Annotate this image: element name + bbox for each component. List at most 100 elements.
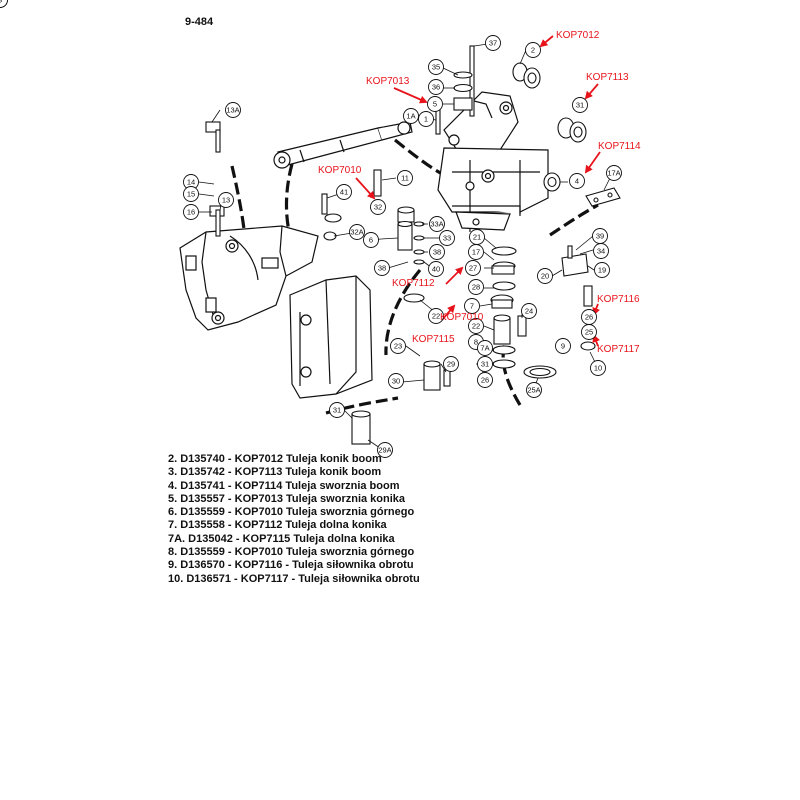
callout-circle bbox=[464, 298, 480, 314]
legend-item: 6. D135559 - KOP7010 Tuleja sworznia gór… bbox=[168, 506, 415, 519]
kop-label: KOP7113 bbox=[586, 72, 629, 83]
kop-label: KOP7114 bbox=[598, 141, 641, 152]
callout-circle bbox=[477, 340, 493, 356]
callout-circle bbox=[336, 184, 352, 200]
pins-and-bushings bbox=[205, 45, 621, 445]
callout-circle bbox=[521, 303, 537, 319]
callout-circle bbox=[439, 230, 455, 246]
callout-circle bbox=[590, 360, 606, 376]
callout-number: 34 bbox=[597, 247, 605, 256]
callout-circle bbox=[594, 262, 610, 278]
callout-number: 1 bbox=[424, 115, 428, 124]
legend-item: 7. D135558 - KOP7112 Tuleja dolna konika bbox=[168, 519, 387, 532]
callout-number: 26 bbox=[585, 313, 593, 322]
callout-circle bbox=[537, 268, 553, 284]
kop-label: KOP7013 bbox=[366, 76, 410, 87]
callout-circle bbox=[485, 35, 501, 51]
callout-circle bbox=[370, 199, 386, 215]
callout-circle bbox=[526, 382, 542, 398]
callout-circle bbox=[429, 216, 445, 232]
callout-number: 26 bbox=[481, 376, 489, 385]
legend-item: 3. D135742 - KOP7113 Tuleja konik boom bbox=[168, 466, 382, 479]
swing-cylinder bbox=[273, 121, 413, 169]
callout-circle bbox=[428, 59, 444, 75]
callout-circle bbox=[477, 372, 493, 388]
callout-circle bbox=[468, 244, 484, 260]
callout-number: 6 bbox=[369, 236, 373, 245]
kop-label: KOP7112 bbox=[392, 278, 435, 289]
callout-number: 5 bbox=[433, 100, 437, 109]
legend-item: 4. D135741 - KOP7114 Tuleja sworznia boo… bbox=[168, 479, 400, 492]
swing-tower bbox=[437, 91, 549, 232]
callout-circle bbox=[468, 279, 484, 295]
callout-number: 11 bbox=[401, 174, 409, 183]
callout-circle bbox=[572, 97, 588, 113]
callout-number: 38 bbox=[433, 248, 441, 257]
legend-item: 8. D135559 - KOP7010 Tuleja sworznia gór… bbox=[168, 546, 415, 559]
callout-number: 15 bbox=[187, 190, 195, 199]
callout-number: 9 bbox=[561, 342, 565, 351]
callout-circle bbox=[428, 308, 444, 324]
callout-circle bbox=[390, 338, 406, 354]
kop-label: KOP7117 bbox=[597, 344, 640, 355]
kop-label: KOP7010 bbox=[440, 312, 484, 323]
callout-number: 30 bbox=[392, 377, 400, 386]
legend-item: 10. D136571 - KOP7117 - Tuleja siłownika… bbox=[168, 572, 420, 585]
callout-number: 16 bbox=[187, 208, 195, 217]
callout-number: 20 bbox=[541, 272, 549, 281]
callout-number: 29 bbox=[447, 360, 455, 369]
callout-number: 31 bbox=[333, 406, 341, 415]
callout-circle bbox=[569, 173, 585, 189]
callout-number: 39 bbox=[596, 232, 604, 241]
callout-circle bbox=[403, 108, 419, 124]
callout-circle bbox=[377, 442, 393, 458]
callout-circle bbox=[477, 356, 493, 372]
callout-number: 21 bbox=[473, 233, 481, 242]
callout-number: 23 bbox=[394, 342, 402, 351]
callout-circle bbox=[427, 96, 443, 112]
callout-circle bbox=[465, 260, 481, 276]
callout-number: 19 bbox=[598, 266, 606, 275]
callout-number: 31 bbox=[481, 360, 489, 369]
red-arrows bbox=[355, 35, 601, 347]
callout-number: 10 bbox=[594, 364, 602, 373]
callout-number: 4 bbox=[575, 177, 579, 186]
callout-circle bbox=[606, 165, 622, 181]
callout-circle bbox=[468, 318, 484, 334]
callout-number: 38 bbox=[378, 264, 386, 273]
callout-circle bbox=[428, 79, 444, 95]
callout-number: 17A bbox=[607, 169, 620, 178]
callout-circle bbox=[593, 243, 609, 259]
legend-item: 5. D135557 - KOP7013 Tuleja sworznia kon… bbox=[168, 492, 406, 505]
kop-labels: KOP7012KOP7113KOP7013KOP7114KOP7010KOP71… bbox=[318, 30, 641, 355]
callout-number: 40 bbox=[432, 265, 440, 274]
callout-circle bbox=[388, 373, 404, 389]
callout-number: 22 bbox=[432, 312, 440, 321]
callout-number: 33 bbox=[443, 234, 451, 243]
callout-number: 36 bbox=[432, 83, 440, 92]
kop-label: KOP7012 bbox=[556, 30, 600, 41]
callout-circle bbox=[363, 232, 379, 248]
callout-circle bbox=[374, 260, 390, 276]
callout-circle bbox=[581, 324, 597, 340]
callout-number: 13A bbox=[226, 106, 239, 115]
legend-item: 9. D136570 - KOP7116 - Tuleja siłownika … bbox=[168, 559, 414, 572]
callout-number: 27 bbox=[469, 264, 477, 273]
callout-circle bbox=[218, 192, 234, 208]
callout-number: 28 bbox=[472, 283, 480, 292]
main-frame bbox=[179, 225, 373, 399]
page-number: 9-484 bbox=[185, 16, 214, 28]
callout-number: 8 bbox=[474, 338, 478, 347]
callout-number: 35 bbox=[432, 63, 440, 72]
callout-number: 25 bbox=[585, 328, 593, 337]
kop-label: KOP7116 bbox=[597, 294, 640, 305]
callout-number: 2 bbox=[531, 46, 535, 55]
callout-circle bbox=[0, 0, 8, 8]
callout-circle bbox=[443, 356, 459, 372]
legend-item: 2. D135740 - KOP7012 Tuleja konik boom bbox=[168, 453, 382, 465]
callout-circle bbox=[397, 170, 413, 186]
